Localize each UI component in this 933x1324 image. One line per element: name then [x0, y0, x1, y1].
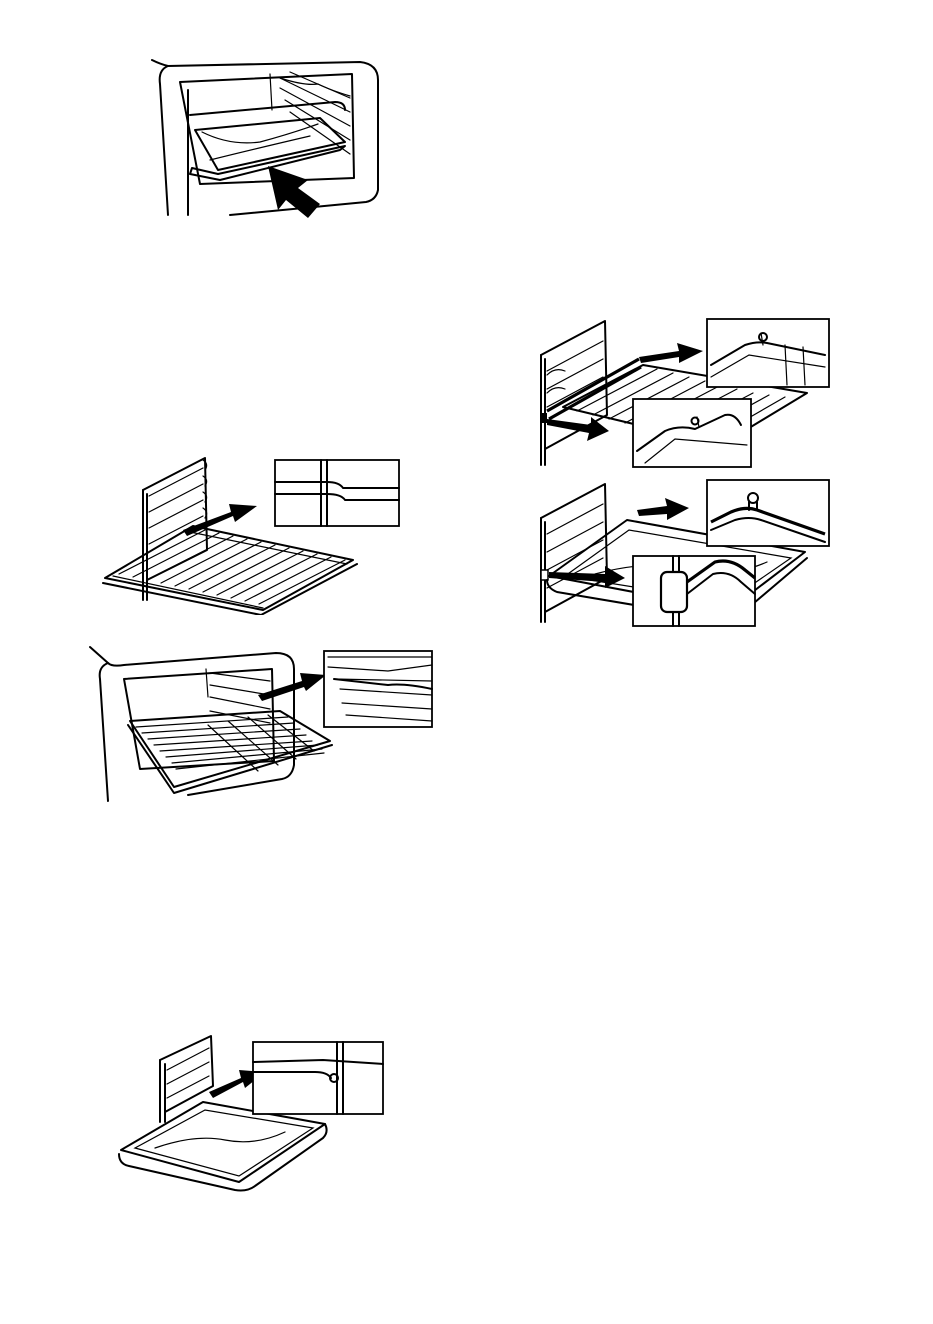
detail-arrow-icon: [258, 673, 326, 701]
zoom-detail-box: [707, 319, 829, 387]
wire-shelf: [103, 526, 357, 615]
detail-arrow-icon: [547, 417, 609, 441]
zoom-detail-box: [633, 556, 755, 626]
figure-wire-shelf-rack: [95, 450, 405, 615]
figure-wire-shelf-oven: [88, 645, 438, 805]
figure-tray-rack: [115, 1030, 390, 1195]
detail-arrow-icon: [639, 343, 703, 363]
figure-tray-insert: [140, 50, 390, 220]
zoom-detail-box: [275, 460, 399, 526]
detail-arrow-icon: [637, 498, 689, 520]
baking-tray: [119, 1102, 327, 1191]
wire-shelf: [128, 711, 332, 793]
side-rack: [160, 1036, 213, 1122]
figure-telescopic-shelf: [535, 315, 835, 470]
zoom-detail-box: [324, 651, 432, 727]
zoom-detail-box: [633, 399, 751, 467]
zoom-detail-box: [707, 480, 829, 546]
figure-telescopic-tray: [535, 478, 835, 628]
zoom-detail-box: [253, 1042, 383, 1114]
